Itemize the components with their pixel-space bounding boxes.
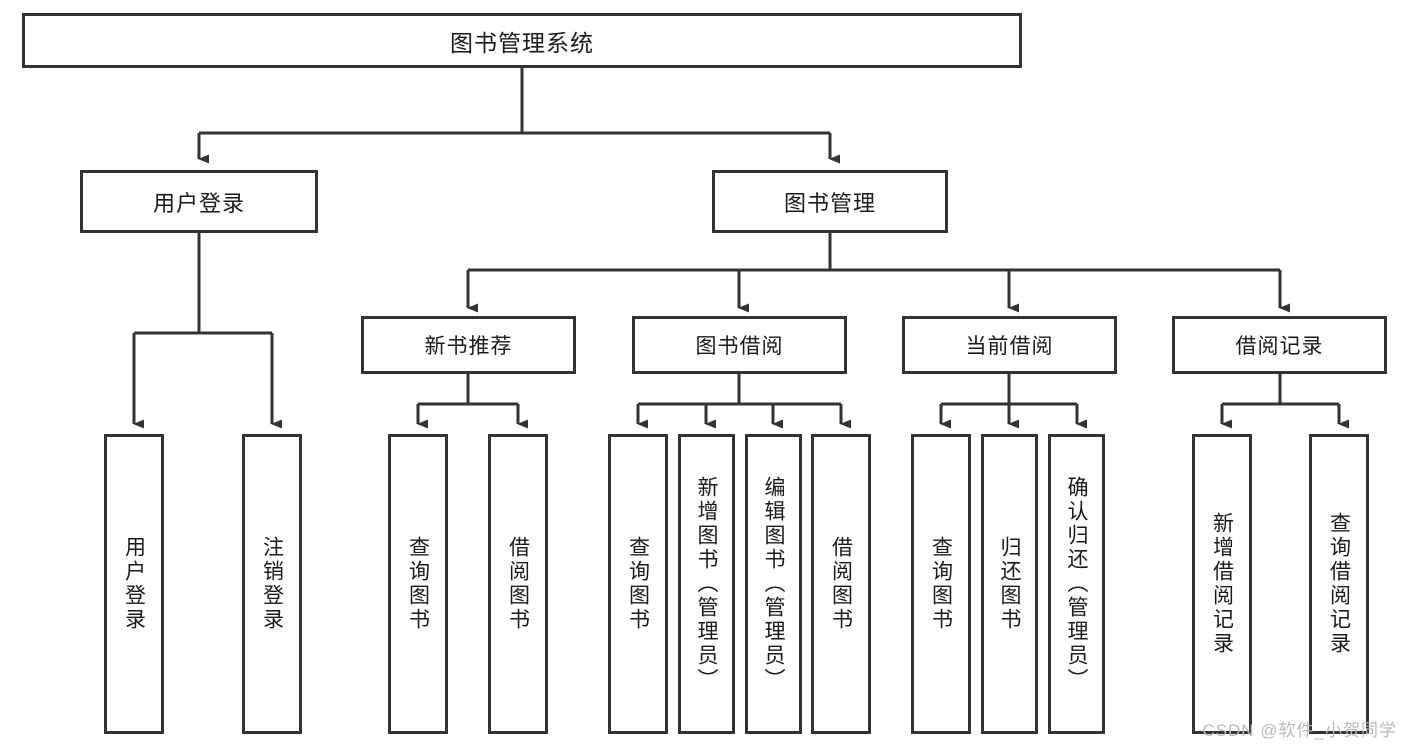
node-label: 借阅图书 (829, 536, 853, 632)
node-label: 归还图书 (998, 536, 1021, 632)
node-book-management[interactable]: 图书管理 (712, 170, 948, 233)
node-current-borrow[interactable]: 当前借阅 (902, 316, 1117, 374)
node-label: 查询图书 (406, 536, 430, 632)
node-new-book-recommend[interactable]: 新书推荐 (361, 316, 576, 374)
node-label: 查询借阅记录 (1327, 512, 1351, 656)
leaf-current-borrow-confirm-return[interactable]: 确认归还（管理员） (1048, 434, 1105, 734)
node-label: 注销登录 (260, 536, 284, 632)
leaf-new-book-borrow[interactable]: 借阅图书 (488, 434, 548, 734)
node-label: 图书借阅 (695, 335, 784, 358)
node-root-system[interactable]: 图书管理系统 (22, 13, 1022, 68)
node-label: 编辑图书（管理员） (762, 476, 785, 692)
leaf-book-borrow-borrow[interactable]: 借阅图书 (811, 434, 871, 734)
leaf-current-borrow-query[interactable]: 查询图书 (911, 434, 971, 734)
node-label: 查询图书 (626, 536, 650, 632)
watermark-text: CSDN @软件_小贺同学 (1202, 721, 1397, 740)
leaf-borrow-records-query[interactable]: 查询借阅记录 (1309, 434, 1369, 734)
leaf-new-book-query[interactable]: 查询图书 (388, 434, 448, 734)
node-label: 图书管理 (783, 190, 876, 216)
node-label: 图书管理系统 (450, 29, 594, 56)
node-label: 新增图书（管理员） (695, 476, 718, 692)
leaf-user-login-logout[interactable]: 注销登录 (242, 434, 302, 734)
node-label: 新书推荐 (424, 335, 513, 358)
node-user-login[interactable]: 用户登录 (80, 170, 318, 233)
node-label: 新增借阅记录 (1210, 512, 1234, 656)
leaf-borrow-records-add[interactable]: 新增借阅记录 (1192, 434, 1252, 734)
leaf-current-borrow-return[interactable]: 归还图书 (981, 434, 1038, 734)
node-label: 用户登录 (152, 190, 245, 216)
node-borrow-records[interactable]: 借阅记录 (1172, 316, 1387, 374)
node-label: 确认归还（管理员） (1065, 476, 1088, 692)
node-label: 借阅记录 (1235, 335, 1324, 358)
leaf-user-login-login[interactable]: 用户登录 (104, 434, 164, 734)
node-label: 当前借阅 (965, 335, 1054, 358)
node-label: 用户登录 (122, 536, 146, 632)
leaf-book-borrow-add[interactable]: 新增图书（管理员） (678, 434, 735, 734)
leaf-book-borrow-edit[interactable]: 编辑图书（管理员） (745, 434, 802, 734)
leaf-book-borrow-query[interactable]: 查询图书 (608, 434, 668, 734)
node-label: 借阅图书 (506, 536, 530, 632)
node-book-borrow[interactable]: 图书借阅 (632, 316, 847, 374)
node-label: 查询图书 (929, 536, 953, 632)
